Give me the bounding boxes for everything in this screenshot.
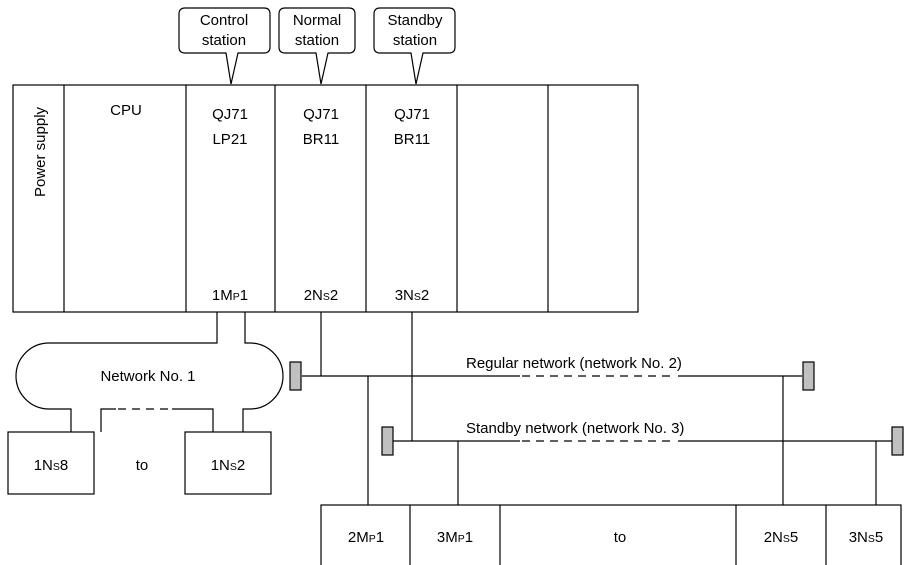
callout-normal-line2: station bbox=[295, 32, 339, 49]
regular-network-cable bbox=[302, 312, 802, 505]
callout-control-line1: Control bbox=[200, 12, 248, 29]
module-br11-normal-line1: QJ71 bbox=[303, 106, 339, 123]
station-standby-number: 3NS2 bbox=[395, 287, 430, 304]
station-lp21-number: 1MP1 bbox=[212, 287, 248, 304]
loop-network-cable bbox=[15, 312, 284, 432]
loop-network-label: Network No. 1 bbox=[100, 368, 195, 385]
callout-control-station: Control station bbox=[178, 7, 271, 85]
svg-text:1NS8: 1NS8 bbox=[34, 457, 69, 474]
bottom-station-2mp1: 2MP1 bbox=[348, 529, 384, 546]
regular-terminator-left bbox=[289, 361, 302, 391]
module-lp21-line2: LP21 bbox=[212, 131, 247, 148]
regular-network-label: Regular network (network No. 2) bbox=[466, 355, 682, 372]
bottom-station-3ns5: 3NS5 bbox=[849, 529, 884, 546]
bottom-stations bbox=[320, 504, 902, 565]
module-br11-standby-line2: BR11 bbox=[394, 131, 430, 148]
cpu-label: CPU bbox=[110, 102, 142, 119]
station-normal-number: 2NS2 bbox=[304, 287, 339, 304]
bottom-to-label: to bbox=[614, 529, 627, 546]
callout-standby-station: Standby station bbox=[373, 7, 456, 85]
callout-normal-station: Normal station bbox=[278, 7, 356, 85]
loop-to-label: to bbox=[136, 457, 149, 474]
plc-rack bbox=[12, 84, 639, 313]
standby-network-cable bbox=[393, 312, 892, 505]
regular-terminator-right bbox=[802, 361, 815, 391]
module-br11-standby-line1: QJ71 bbox=[394, 106, 430, 123]
callout-standby-line2: station bbox=[393, 32, 437, 49]
module-lp21-line1: QJ71 bbox=[212, 106, 248, 123]
callout-standby-line1: Standby bbox=[387, 12, 443, 29]
loop-station-left: 1NS8 bbox=[7, 431, 95, 495]
power-supply-label: Power supply bbox=[32, 106, 49, 197]
callout-normal-line1: Normal bbox=[293, 12, 341, 29]
loop-station-right: 1NS2 bbox=[184, 431, 272, 495]
standby-network-label: Standby network (network No. 3) bbox=[466, 420, 684, 437]
bottom-station-2ns5: 2NS5 bbox=[764, 529, 799, 546]
svg-text:1NS2: 1NS2 bbox=[211, 457, 246, 474]
standby-terminator-right bbox=[891, 426, 904, 456]
module-br11-normal-line2: BR11 bbox=[303, 131, 339, 148]
callout-control-line2: station bbox=[202, 32, 246, 49]
bottom-station-3mp1: 3MP1 bbox=[437, 529, 473, 546]
standby-terminator-left bbox=[381, 426, 394, 456]
